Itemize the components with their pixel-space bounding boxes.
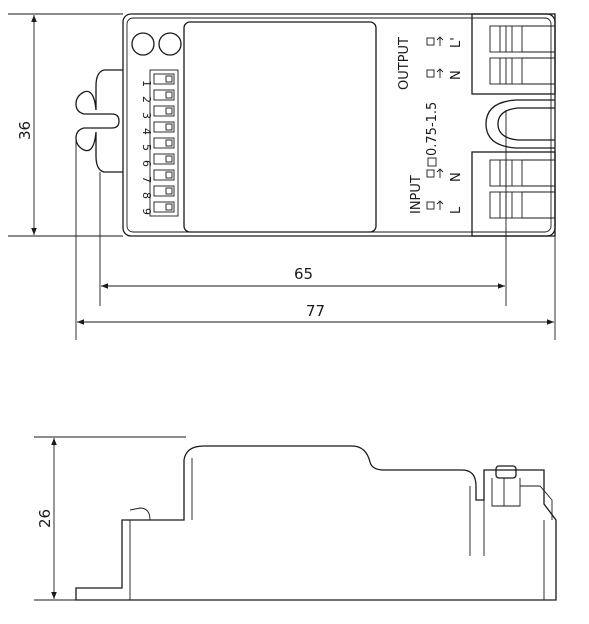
mounting-tab <box>75 69 123 173</box>
dip-switch-knob-7 <box>165 171 173 179</box>
led-left <box>131 32 155 56</box>
output-terminal-l: L' <box>449 37 464 48</box>
output-terminal-n: N <box>449 70 464 80</box>
dip-switch-knob-6 <box>165 155 173 163</box>
dip-number-6: 6 <box>140 160 153 167</box>
input-terminal-block <box>471 151 556 237</box>
output-label: OUTPUT <box>397 37 412 90</box>
dim-77-label: 77 <box>306 302 325 320</box>
side-view: 26 <box>34 436 557 601</box>
dip-number-1: 1 <box>140 80 153 87</box>
dip-number-4: 4 <box>140 128 153 135</box>
dip-switch-4 <box>153 121 175 133</box>
dip-switch-knob-5 <box>165 139 173 147</box>
dip-switch-knob-2 <box>165 91 173 99</box>
dip-switch-5 <box>153 137 175 149</box>
wire-spec-label: 0.75-1.5 <box>425 102 440 156</box>
dip-switch-3 <box>153 105 175 117</box>
dip-number-3: 3 <box>140 112 153 119</box>
dip-switch-knob-8 <box>165 187 173 195</box>
side-terminal-button <box>495 465 517 479</box>
dip-switch-1 <box>153 73 175 85</box>
dip-switch-knob-9 <box>165 203 173 211</box>
dim-65-label: 65 <box>294 265 313 283</box>
dip-switch-block <box>149 69 179 217</box>
dip-switch-2 <box>153 89 175 101</box>
terminal-slots <box>489 25 555 219</box>
dim-26-label: 26 <box>36 509 54 528</box>
dip-number-9: 9 <box>140 208 153 215</box>
side-profile-outline <box>75 445 557 601</box>
dip-switch-8 <box>153 185 175 197</box>
dip-switch-6 <box>153 153 175 165</box>
wire-spec-square-icon <box>427 157 437 167</box>
dip-switch-knob-3 <box>165 107 173 115</box>
dip-switch-7 <box>153 169 175 181</box>
led-right <box>158 32 182 56</box>
input-label: INPUT <box>409 175 424 214</box>
input-terminal-n: N <box>449 172 464 182</box>
dip-switch-9 <box>153 201 175 213</box>
dip-number-8: 8 <box>140 192 153 199</box>
dip-number-2: 2 <box>140 96 153 103</box>
input-terminal-l: L <box>449 206 464 214</box>
top-view: 1 2 3 4 5 6 7 8 9 OUTPUT L' N 0.75-1.5 I… <box>8 13 556 340</box>
dip-switch-knob-4 <box>165 123 173 131</box>
dim-36-label: 36 <box>16 121 34 140</box>
cable-relief-outer <box>485 99 555 149</box>
dip-number-5: 5 <box>140 144 153 151</box>
terminal-push-icons <box>426 36 444 210</box>
label-plate <box>183 21 377 233</box>
dip-switch-knob-1 <box>165 75 173 83</box>
cable-relief-inner <box>497 107 555 141</box>
housing-outline <box>122 13 556 237</box>
housing-inner-outline <box>126 17 552 233</box>
dip-number-7: 7 <box>140 176 153 183</box>
